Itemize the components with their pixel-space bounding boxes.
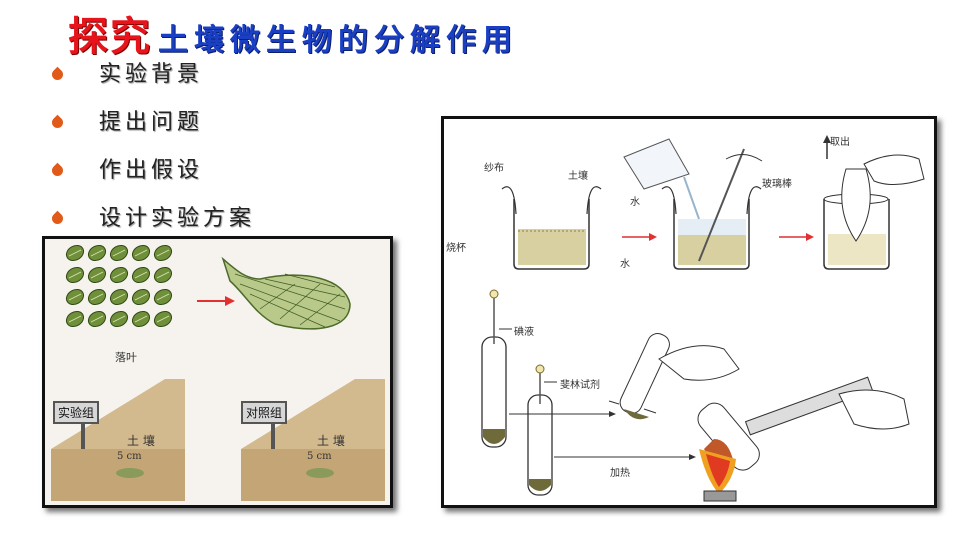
gauze-label: 纱布 (484, 163, 504, 174)
glass-rod-label: 玻璃棒 (762, 179, 792, 190)
soil-label: 土 壤 (317, 434, 345, 448)
list-item: 提出问题 (49, 96, 255, 144)
bullet-list: 实验背景 提出问题 作出假设 设计实验方案 (49, 48, 256, 240)
list-item: 作出假设 (49, 144, 255, 192)
arrow-icon (197, 296, 235, 306)
soil-label: 土 壤 (127, 434, 155, 448)
test-tube-icon (527, 364, 557, 496)
drop-bullet-icon (49, 210, 66, 226)
soil-label: 土壤 (568, 171, 588, 182)
depth-label: 5 cm (117, 451, 142, 462)
mesh-bag-icon (221, 256, 351, 330)
take-out-label: 取出 (830, 137, 850, 148)
bullet-label: 提出问题 (99, 110, 204, 135)
water-label: 水 (620, 259, 630, 270)
hand-shaking-tube-icon (608, 333, 740, 420)
procedure-illustration (481, 135, 925, 502)
bullet-label: 作出假设 (99, 158, 204, 183)
leaf-grid-icon (65, 244, 173, 328)
beaker-icon (501, 186, 602, 270)
title-prefix: 探究 (68, 13, 152, 60)
list-item: 设计实验方案 (49, 192, 256, 240)
depth-label: 5 cm (307, 451, 332, 462)
control-group-sign: 对照组 (241, 401, 288, 424)
bullet-label: 实验背景 (99, 62, 204, 87)
list-item: 实验背景 (49, 48, 255, 96)
procedure-figure: 纱布 土壤 烧杯 水 水 玻璃棒 取出 碘液 斐林试剂 加热 (441, 116, 937, 508)
experiment-group-sign: 实验组 (53, 401, 100, 424)
drop-bullet-icon (49, 114, 66, 130)
iodine-label: 碘液 (514, 327, 534, 338)
test-tube-icon (481, 289, 512, 448)
soil-block-experiment (51, 379, 185, 501)
drop-bullet-icon (49, 66, 66, 82)
beaker-icon (623, 138, 763, 270)
leaves-label: 落叶 (115, 351, 137, 364)
water-label: 水 (630, 197, 640, 208)
title-main: 土壤微生物的分解作用 (158, 23, 518, 58)
slide-title: 探究土壤微生物的分解作用 (68, 4, 518, 62)
beaker-with-bag-icon (823, 135, 925, 270)
leaf-burial-illustration (51, 244, 385, 501)
heating-tube-icon (697, 376, 910, 502)
fehling-label: 斐林试剂 (560, 380, 600, 391)
heat-label: 加热 (610, 468, 630, 479)
soil-block-control (241, 379, 385, 501)
leaf-burial-figure: 落叶 实验组 对照组 土 壤 土 壤 5 cm 5 cm (42, 236, 393, 508)
drop-bullet-icon (49, 162, 66, 178)
bullet-label: 设计实验方案 (99, 206, 256, 231)
beaker-label: 烧杯 (446, 243, 466, 254)
